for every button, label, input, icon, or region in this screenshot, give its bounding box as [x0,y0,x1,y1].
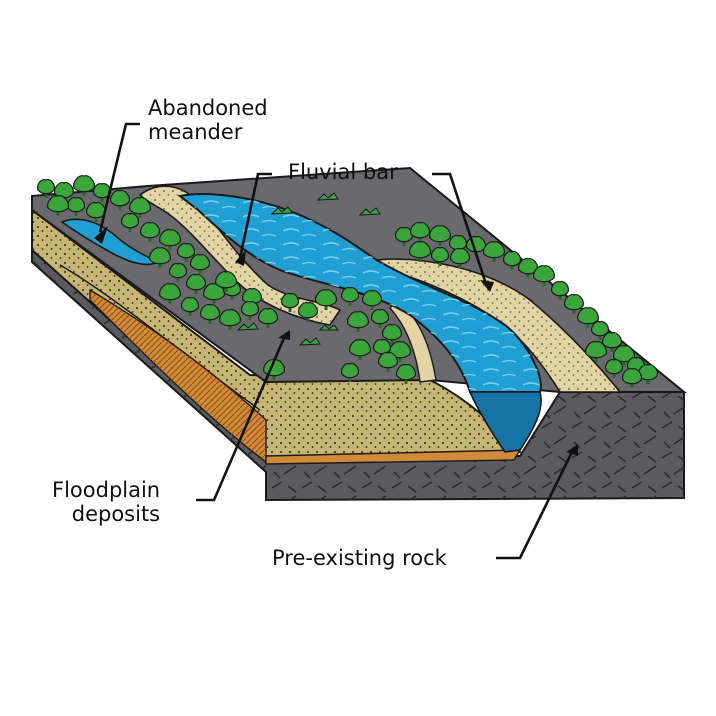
tree-icon [215,271,237,292]
tree-icon [362,290,382,310]
leader-fluvial-bar-right [432,172,488,285]
tree-icon [177,243,195,262]
tree-icon [200,304,220,324]
tree-icon [409,241,431,262]
tree-icon [140,222,160,242]
tree-icon [450,248,470,268]
tree-icon [577,307,599,328]
tree-icon [110,190,130,210]
tree-icon [341,363,359,382]
tree-icon [518,258,538,278]
leader-lines [98,122,574,560]
tree-icon [181,297,199,316]
label-abandoned-meander-line1: Abandoned [148,96,268,120]
tree-icon [503,251,521,270]
label-fluvial-bar: Fluvial bar [288,160,398,184]
tree-icon [591,321,609,340]
label-floodplain-deposits-line1: Floodplain [52,478,161,502]
leader-pre-existing-rock [496,451,574,560]
tree-icon [483,241,505,262]
tree-icon [585,341,607,362]
tree-icon [431,247,449,266]
tree-icon [341,287,359,306]
tree-icon [638,364,658,384]
leader-fluvial-bar-left [238,172,272,259]
tree-icon [564,294,584,314]
tree-icon [219,309,241,330]
tree-icon [129,197,151,218]
label-abandoned-meander-line2: meander [148,120,243,144]
tree-icon [186,274,206,294]
grass-tufts [236,192,381,346]
tree-icon [86,202,106,222]
label-pre-existing-rock: Pre-existing rock [272,546,447,570]
label-abandoned-meander: Abandoned meander [148,96,268,144]
river-channel [177,193,542,453]
trees-group [37,175,658,388]
tree-icon [121,213,139,232]
tree-icon [159,283,181,304]
tree-icon [149,247,171,268]
tree-icon [67,197,85,216]
tree-icon [47,195,69,216]
leader-abandoned-meander [98,122,140,233]
tree-icon [258,308,278,328]
tree-icon [389,341,411,362]
tree-icon [602,332,622,352]
tree-icon [190,254,210,274]
tree-icon [378,352,398,372]
label-floodplain-deposits-line2: deposits [71,502,161,526]
label-floodplain-deposits: Floodplain deposits [52,478,160,526]
tree-icon [396,364,416,384]
tree-icon [622,368,642,388]
tree-icon [551,281,569,300]
tree-icon [429,225,451,246]
tree-icon [382,324,402,344]
tree-icon [93,183,111,202]
tree-icon [315,289,337,310]
tree-icon [605,359,623,378]
tree-icon [73,175,95,196]
tree-icon [349,339,371,360]
tree-icon [159,229,181,250]
tree-icon [533,265,555,286]
tree-icon [298,302,318,322]
tree-icon [410,222,430,242]
tree-icon [347,311,369,332]
tree-icon [281,293,299,312]
tree-icon [241,301,259,320]
orange-deposit-layer [89,288,522,465]
tree-icon [371,309,389,328]
tree-icon [169,263,187,282]
tree-icon [37,179,55,198]
arrowheads [94,226,578,456]
leader-floodplain-deposits [196,337,286,502]
tree-icon [613,345,635,366]
